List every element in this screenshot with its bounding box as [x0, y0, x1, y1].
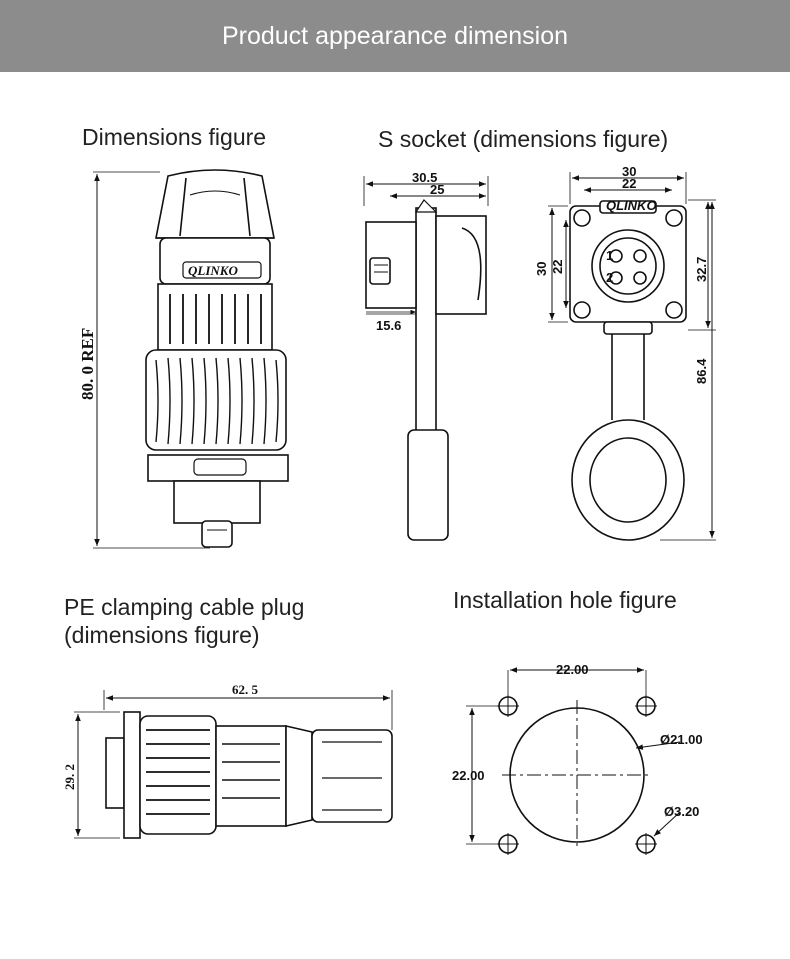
socket-side-drawing — [363, 176, 489, 541]
s-socket-title: S socket (dimensions figure) — [378, 126, 669, 152]
hole-spacing-h: 22 — [622, 176, 636, 191]
plug-brand-marking: QLINKO — [188, 263, 238, 278]
vertical-spacing: 22.00 — [452, 768, 485, 783]
pin-label-2: 2 — [606, 270, 613, 285]
header-banner: Product appearance dimension — [0, 0, 790, 72]
overall-length-label: 80. 0 REF — [78, 328, 97, 400]
hole-spacing-v: 22 — [550, 260, 565, 274]
socket-body-width: 25 — [430, 182, 444, 197]
total-height: 86.4 — [694, 358, 709, 384]
hole-diameter: Ø21.00 — [660, 732, 703, 747]
dimensions-figure-title: Dimensions figure — [82, 124, 267, 150]
socket-front-drawing — [548, 172, 716, 541]
pe-plug-title-line2: (dimensions figure) — [64, 622, 260, 648]
installation-hole-title: Installation hole figure — [453, 587, 677, 613]
horizontal-spacing: 22.00 — [556, 662, 589, 677]
installation-hole-drawing — [466, 667, 681, 855]
screw-hole-diameter: Ø3.20 — [664, 804, 699, 819]
height-to-cap: 32.7 — [694, 257, 709, 282]
socket-total-width: 30.5 — [412, 170, 437, 185]
socket-brand-marking: QLINKO — [606, 198, 657, 213]
pe-plug-diameter: 29. 2 — [62, 764, 77, 790]
flange-width: 30 — [622, 164, 636, 179]
pe-plug-length: 62. 5 — [232, 682, 259, 697]
plug-side-drawing — [93, 169, 289, 549]
pe-plug-title-line1: PE clamping cable plug — [64, 594, 305, 620]
header-title: Product appearance dimension — [221, 21, 569, 50]
pe-plug-drawing — [74, 690, 393, 839]
socket-mount-depth: 15.6 — [376, 318, 401, 333]
flange-height: 30 — [534, 262, 549, 276]
pin-label-1: 1 — [606, 248, 613, 263]
